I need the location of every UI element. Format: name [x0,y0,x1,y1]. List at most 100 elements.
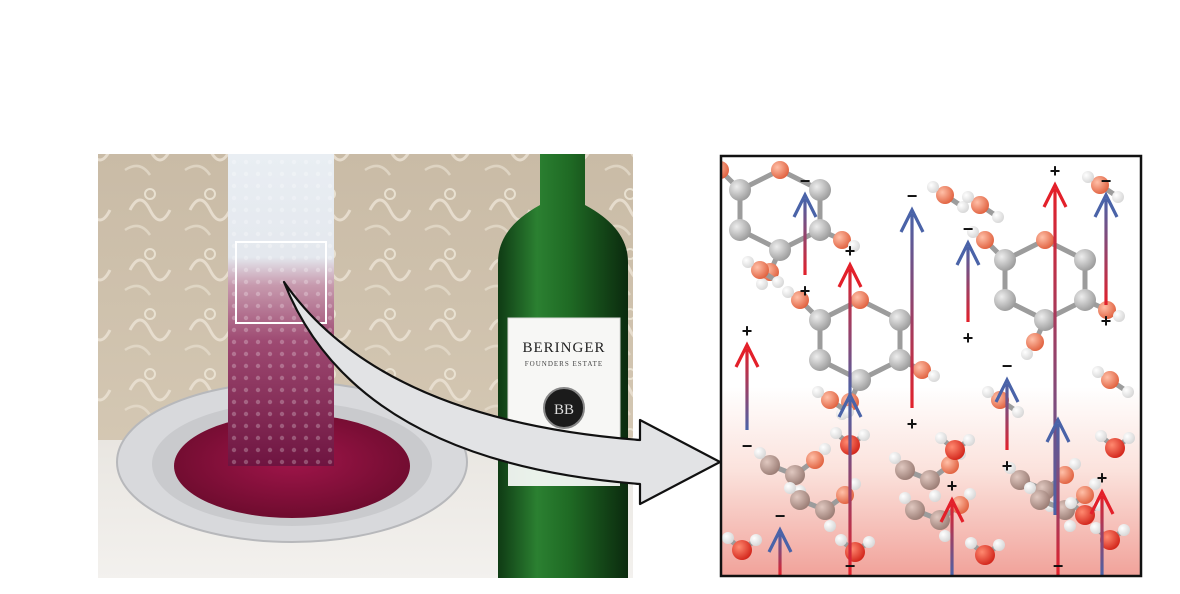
paper-towel-texture [228,154,334,466]
hydrogen-atom [1122,386,1134,398]
hydrogen-atom [965,537,977,549]
carbon-atom [809,179,831,201]
carbon-atom [994,249,1016,271]
oxygen-atom [791,291,809,309]
hydrogen-atom [1092,366,1104,378]
dipole-top-sign: + [1050,161,1061,181]
hydrogen-atom [1064,520,1076,532]
carbon-atom [889,349,911,371]
dipole-top-sign: + [742,321,753,341]
dipole-arrowhead [939,496,965,523]
dipole-arrowhead [792,191,818,218]
oxygen-atom [1036,231,1054,249]
hydrogen-atom [819,443,831,455]
hydrogen-atom [750,534,762,546]
hydrogen-atom [848,240,860,252]
dipole-shaft [950,504,954,575]
oxygen-atom [941,456,959,474]
bottle-monogram: BB [554,402,574,418]
hydrogen-atom [962,191,974,203]
dipole-arrow: +− [734,321,760,456]
oxygen-atom [1100,530,1120,550]
hydrogen-atom [812,386,824,398]
hydrogen-atom [722,532,734,544]
hydrogen-atom [929,490,941,502]
oxygen-atom [1105,438,1125,458]
carbon-atom [849,369,871,391]
dipole-arrow: + [837,241,863,395]
dipole-bottom-sign: + [907,414,918,434]
oxygen-atom [991,391,1009,409]
hydrogen-atom [824,520,836,532]
carbon-atom [1030,490,1050,510]
dipole-top-sign: − [800,171,811,191]
carbon-atom [760,455,780,475]
dipole-shaft [778,534,782,575]
dipole-bottom-sign: + [800,281,811,301]
oxygen-atom [833,231,851,249]
hydrogen-atom [863,536,875,548]
hydrogen-atom [967,226,979,238]
hydrogen-atom [1112,191,1124,203]
hydrogen-atom [1004,462,1016,474]
hydrogen-atom [1024,482,1036,494]
hydrogen-atom [982,386,994,398]
hydrogen-atom [702,156,714,168]
hydrogen-atom [1021,348,1033,360]
hydrogen-atom [899,492,911,504]
dipole-shaft [966,247,970,322]
carbon-atom [895,460,915,480]
oxygen-atom [976,231,994,249]
dipole-shaft [1005,384,1009,450]
dipole-arrow: + [1042,161,1068,515]
carbon-atom [769,239,791,261]
hydrogen-atom [993,539,1005,551]
dipole-shaft [848,399,852,575]
dipole-top-sign: + [845,241,856,261]
hydrogen-atom [939,530,951,542]
dipole-bottom-sign: − [742,436,753,456]
dipole-top-sign: + [947,476,958,496]
dipole-bottom-sign: − [1053,556,1064,576]
carbon-atom [809,309,831,331]
oxygen-atom [1076,486,1094,504]
dipole-bottom-sign: − [845,556,856,576]
hydrogen-atom [1082,171,1094,183]
dipole-shaft [1100,496,1104,575]
dipole-bottom-sign: + [1002,456,1013,476]
oxygen-atom [1026,333,1044,351]
dipole-arrowhead [1089,488,1115,515]
dipole-shaft [848,269,852,395]
dipole-top-sign: − [1002,356,1013,376]
oxygen-atom [1098,301,1116,319]
oxygen-atom [806,451,824,469]
hydrogen-atom [992,211,1004,223]
hydrogen-atom [1065,497,1077,509]
oxygen-atom [1075,505,1095,525]
oxygen-atom [913,361,931,379]
hydrogen-atom [928,370,940,382]
carbon-atom [920,470,940,490]
carbon-atom [729,219,751,241]
hydrogen-atom [927,181,939,193]
carbon-atom [809,219,831,241]
hydrogen-atom [889,452,901,464]
dipole-arrowhead [837,391,863,418]
bottle-subtitle: FOUNDERS ESTATE [525,360,603,368]
hydrogen-atom [858,429,870,441]
hydrogen-atom [1069,458,1081,470]
dipole-arrowhead [837,261,863,288]
oxygen-atom [936,186,954,204]
dipole-arrow: −+ [899,186,925,434]
hydrogen-atom [1012,406,1024,418]
carbon-atom [729,179,751,201]
hydrogen-atom [756,278,768,290]
dipole-arrow: − [1045,416,1071,576]
oxygen-atom [945,440,965,460]
oxygen-atom [851,291,869,309]
dipole-bottom-sign: + [1101,311,1112,331]
hydrogen-atom [754,447,766,459]
oxygen-atom [821,391,839,409]
hydrogen-atom [835,534,847,546]
